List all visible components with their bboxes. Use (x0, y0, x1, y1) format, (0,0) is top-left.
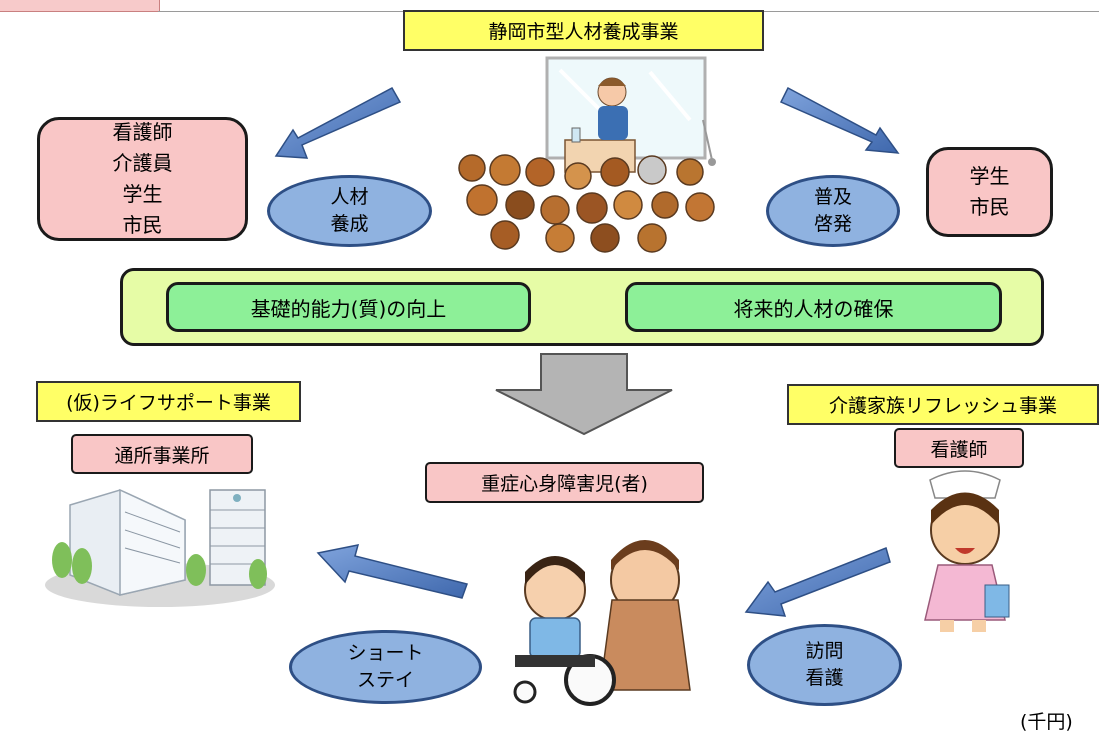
target-student: 学生 (122, 182, 163, 206)
oval-visit-line2: 看護 (805, 667, 844, 689)
oval-short-stay: ショート ステイ (289, 630, 482, 704)
header-tab-corner (0, 0, 160, 12)
life-support-banner: (仮)ライフサポート事業 (36, 381, 301, 422)
title-banner: 静岡市型人材養成事業 (403, 10, 764, 51)
oval-promotion: 普及 啓発 (766, 175, 900, 247)
target-citizen-right: 市民 (969, 195, 1010, 219)
oval-training: 人材 養成 (267, 175, 432, 247)
target-citizen: 市民 (122, 213, 163, 237)
arrow-from-nurse (744, 546, 891, 617)
big-down-arrow (495, 353, 673, 436)
unit-note: (千円) (1020, 711, 1073, 733)
oval-promotion-line1: 普及 (813, 186, 852, 208)
arrow-to-day-care (316, 544, 468, 599)
goal-quality-box: 基礎的能力(質)の向上 (166, 282, 531, 332)
oval-promotion-line2: 啓発 (813, 213, 852, 235)
oval-short-stay-line1: ショート (347, 642, 424, 664)
day-care-label: 通所事業所 (71, 434, 253, 474)
oval-training-line2: 養成 (330, 213, 369, 235)
targets-right-box: 学生 市民 (926, 147, 1053, 237)
oval-visit-nursing: 訪問 看護 (747, 624, 902, 706)
wheelchair-illustration (513, 540, 691, 706)
oval-training-line1: 人材 (330, 186, 369, 208)
target-student-right: 学生 (969, 164, 1010, 188)
arrow-to-left-targets (274, 86, 402, 159)
arrow-to-right-targets (779, 86, 900, 154)
nurse-label: 看護師 (894, 428, 1024, 468)
target-nurse: 看護師 (112, 120, 173, 144)
nurse-illustration (924, 470, 1010, 632)
buildings-illustration (45, 488, 275, 607)
targets-left-box: 看護師 介護員 学生 市民 (37, 117, 248, 241)
patient-label: 重症心身障害児(者) (425, 462, 704, 503)
family-refresh-banner: 介護家族リフレッシュ事業 (787, 384, 1099, 425)
oval-short-stay-line2: ステイ (356, 669, 414, 691)
classroom-illustration (458, 56, 716, 253)
target-care-worker: 介護員 (112, 151, 173, 175)
oval-visit-line1: 訪問 (805, 640, 844, 662)
goal-secure-box: 将来的人材の確保 (625, 282, 1002, 332)
